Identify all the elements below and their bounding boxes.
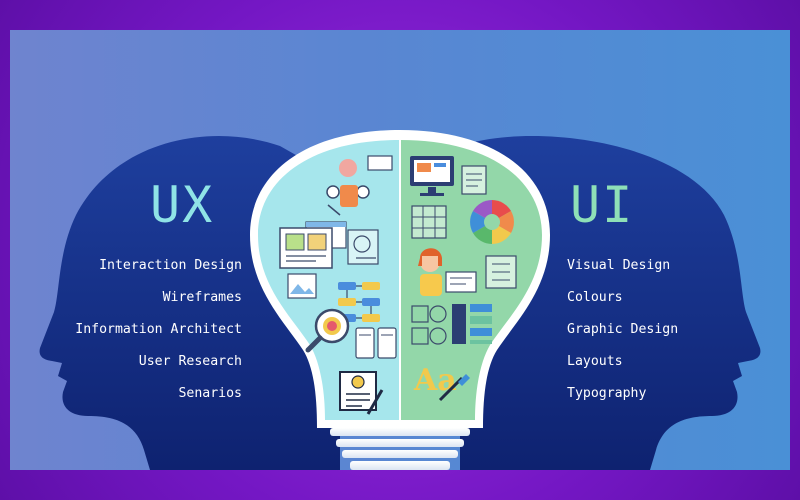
ui-item-visual-design: Visual Design	[567, 258, 671, 273]
wireframe-icon	[279, 227, 333, 269]
ux-item-senarios: Senarios	[178, 386, 242, 401]
design-team-icon	[326, 155, 393, 216]
sketch-tools-icon	[347, 229, 379, 265]
ux-item-wireframes: Wireframes	[162, 290, 242, 305]
lightbulb-illustration: Aa	[250, 130, 550, 470]
ux-item-information-architect: Information Architect	[75, 322, 242, 337]
designer-person-icon	[418, 248, 477, 296]
layout-grid-icon	[452, 304, 492, 344]
ux-skill-list: Interaction Design Wireframes Informatio…	[75, 250, 242, 410]
typography-glyph: Aa	[413, 363, 457, 398]
ui-title: UI	[570, 176, 635, 234]
ux-title: UX	[150, 176, 215, 234]
shapes-icon	[411, 305, 447, 345]
mobile-wireframe-icon	[355, 327, 397, 359]
ui-item-colours: Colours	[567, 290, 623, 305]
checklist-icon	[485, 255, 517, 289]
ui-item-graphic-design: Graphic Design	[567, 322, 679, 337]
infographic-panel: UX UI Interaction Design Wireframes Info…	[10, 30, 790, 470]
color-wheel-icon	[470, 200, 514, 244]
typography-aa-icon: Aa	[413, 363, 470, 402]
document-panel-icon	[461, 165, 487, 195]
ui-item-layouts: Layouts	[567, 354, 623, 369]
ui-skill-list: Visual Design Colours Graphic Design Lay…	[567, 250, 678, 410]
scenario-document-icon	[339, 371, 384, 415]
ux-item-user-research: User Research	[138, 354, 242, 369]
ui-item-typography: Typography	[567, 386, 647, 401]
image-placeholder-icon	[287, 273, 317, 299]
grid-board-icon	[411, 205, 447, 239]
magnifier-research-icon	[305, 308, 350, 353]
bulb-base	[330, 428, 470, 470]
ux-item-interaction-design: Interaction Design	[99, 258, 242, 273]
desktop-monitor-icon	[410, 156, 454, 196]
